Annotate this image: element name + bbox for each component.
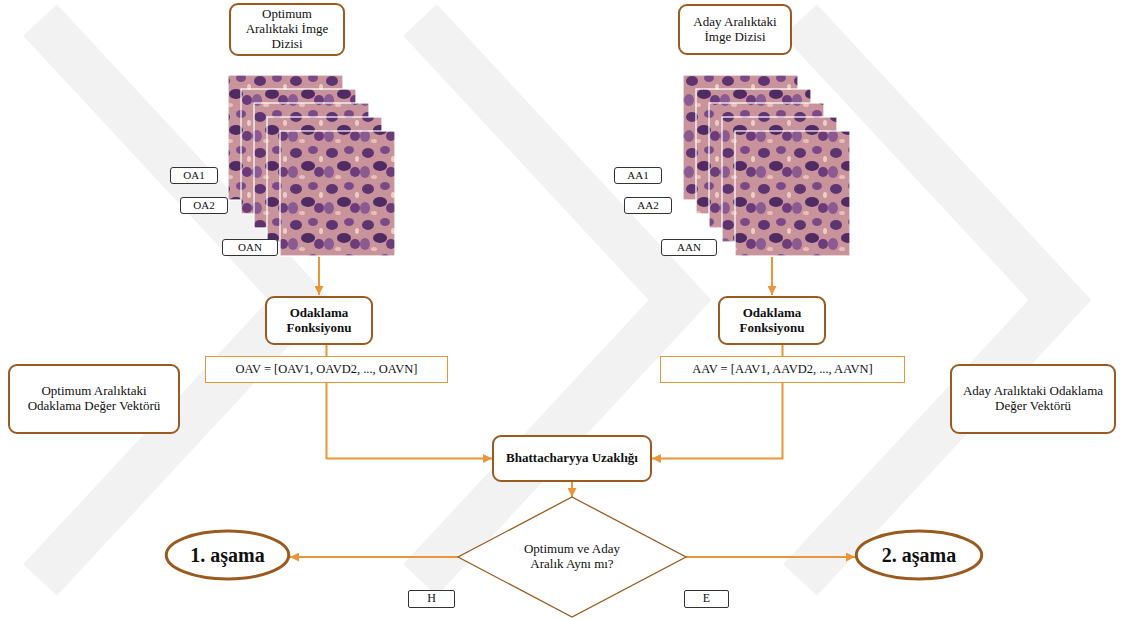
node-text: AAN	[677, 241, 701, 254]
ellipse-shape	[856, 531, 981, 579]
flow-arrow	[771, 257, 773, 295]
node-text: Optimum ve Aday Aralık Aynı mı?	[516, 542, 628, 572]
diamond-shape	[458, 497, 686, 617]
note-box: Optimum Aralıktaki Odaklama Değer Vektör…	[8, 364, 180, 434]
node-text: Optimum Aralıktaki Odaklama Değer Vektör…	[15, 384, 173, 414]
edge-label: E	[684, 590, 729, 608]
decision-diamond: Optimum ve Aday Aralık Aynı mı?	[458, 497, 686, 617]
node-text: Odaklama Fonksiyonu	[272, 306, 366, 336]
node-text: OAN	[238, 241, 262, 254]
process-box: Bhattacharyya Uzaklığı	[492, 435, 652, 482]
frame-tag: AA1	[614, 167, 662, 184]
process-box: Odaklama Fonksiyonu	[265, 296, 373, 345]
frame-tag: AAN	[661, 239, 717, 256]
image-frame	[735, 131, 850, 256]
frame-tag: OA2	[180, 197, 228, 214]
stage-ellipse: 2. aşama	[855, 530, 983, 580]
frame-tag: OA1	[170, 167, 218, 184]
flow-arrow	[318, 257, 320, 295]
node-text: Odaklama Fonksiyonu	[725, 306, 819, 336]
node-text: OA2	[193, 199, 214, 212]
node-text: 1. aşama	[190, 544, 264, 567]
flow-connector	[652, 383, 783, 459]
flow-connector	[327, 383, 493, 459]
flow-connector	[686, 556, 855, 558]
frame-tag: OAN	[222, 239, 278, 256]
node-text: AA2	[637, 199, 658, 212]
watermark-chevron	[800, 20, 1060, 580]
watermark-chevron	[420, 20, 680, 580]
node-text: OA1	[183, 169, 204, 182]
vector-box: OAV = [OAV1, OAVD2, ..., OAVN]	[205, 356, 448, 383]
title-box: Aday Aralıktaki İmge Dizisi	[678, 4, 792, 55]
ellipse-shape	[166, 531, 289, 579]
node-text: 2. aşama	[882, 544, 956, 567]
note-box: Aday Aralıktaki Odaklama Değer Vektörü	[950, 364, 1116, 434]
process-box: Odaklama Fonksiyonu	[718, 296, 826, 345]
stage-ellipse: 1. aşama	[165, 530, 290, 580]
flow-connector	[326, 345, 328, 356]
node-text: Aday Aralıktaki Odaklama Değer Vektörü	[957, 384, 1109, 414]
node-text: Bhattacharyya Uzaklığı	[506, 451, 638, 466]
node-text: OAV = [OAV1, OAVD2, ..., OAVN]	[236, 362, 418, 376]
image-stack-left	[228, 75, 395, 256]
flow-connector	[571, 482, 573, 497]
node-text: Aday Aralıktaki İmge Dizisi	[685, 15, 785, 45]
flow-connector	[782, 345, 784, 356]
node-text: AA1	[627, 169, 648, 182]
node-text: Optimum Aralıktaki İmge Dizisi	[236, 7, 338, 52]
title-box: Optimum Aralıktaki İmge Dizisi	[229, 3, 345, 56]
image-frame	[280, 131, 395, 256]
node-text: AAV = [AAV1, AAVD2, ..., AAVN]	[692, 362, 873, 376]
frame-tag: AA2	[624, 197, 672, 214]
image-stack-right	[683, 75, 850, 256]
edge-label: H	[408, 590, 455, 608]
watermark-chevrons	[40, 20, 1060, 580]
flow-connector	[290, 556, 458, 558]
vector-box: AAV = [AAV1, AAVD2, ..., AAVN]	[660, 356, 905, 383]
